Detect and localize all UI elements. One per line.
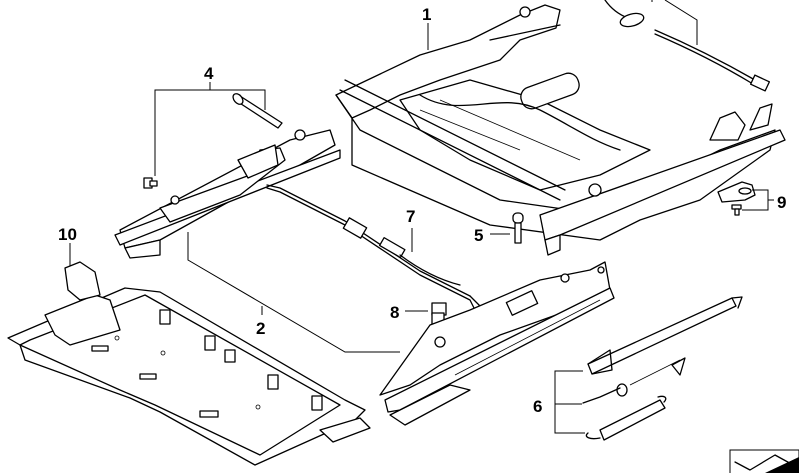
callout-7[interactable]: 7 xyxy=(406,207,415,226)
callout-9[interactable]: 9 xyxy=(777,193,786,212)
part-seat-base-tray[interactable] xyxy=(7,261,371,466)
part-rail-right[interactable] xyxy=(379,261,615,426)
callout-2[interactable]: 2 xyxy=(256,319,265,338)
callout-6[interactable]: 6 xyxy=(533,397,542,416)
callout-1[interactable]: 1 xyxy=(422,5,431,24)
part-handle[interactable] xyxy=(231,92,283,129)
part-cable[interactable] xyxy=(604,0,771,92)
callout-leader-2 xyxy=(187,232,400,353)
callout-5[interactable]: 5 xyxy=(474,226,483,245)
callout-leader-6 xyxy=(554,370,585,434)
callout-8[interactable]: 8 xyxy=(390,303,399,322)
part-spring-set[interactable] xyxy=(582,296,743,441)
part-bolt[interactable] xyxy=(512,212,524,244)
callout-10[interactable]: 10 xyxy=(58,225,77,244)
part-bracket[interactable] xyxy=(717,181,756,216)
part-rail-left[interactable] xyxy=(114,129,341,259)
part-seat-frame[interactable] xyxy=(335,4,786,256)
catalog-corner-icon xyxy=(729,449,799,473)
callout-4[interactable]: 4 xyxy=(204,64,214,83)
part-bolt-small[interactable] xyxy=(143,177,158,189)
